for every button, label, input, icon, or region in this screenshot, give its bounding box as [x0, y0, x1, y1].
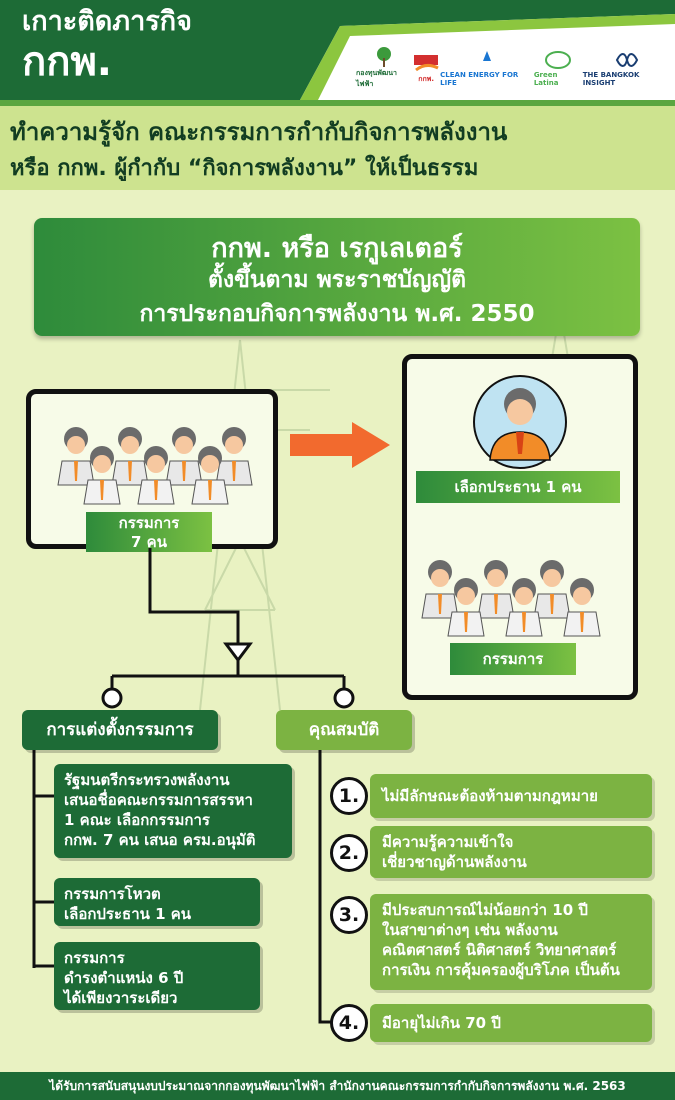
qualification-item-3-line1: มีประสบการณ์ไม่น้อยกว่า 10 ปี — [382, 901, 588, 919]
intro-band — [0, 100, 675, 190]
appointment-item-3: กรรมการ ดำรงตำแหน่ง 6 ปี ได้เพียงวาระเดี… — [54, 942, 260, 1010]
intro-line1: ทำความรู้จัก คณะกรรมการกำกับกิจการพลังงา… — [10, 118, 508, 146]
erc-logo: กกพ. — [412, 52, 440, 85]
committee-label-line2: 7 คน — [131, 533, 167, 551]
qualification-item-3-line4: การเงิน การคุ้มครองผู้บริโภค เป็นต้น — [382, 961, 620, 979]
regulator-box — [34, 218, 640, 336]
right-arrow-icon — [290, 422, 390, 468]
electricity-fund-logo: กองทุนพัฒนาไฟฟ้า — [356, 46, 412, 90]
appointment-item-1-line3: 1 คณะ เลือกกรรมการ — [64, 811, 210, 829]
header-title-line2: กกพ. — [22, 39, 112, 85]
appointment-item-3-line2: ดำรงตำแหน่ง 6 ปี — [64, 969, 184, 987]
qualification-number-1: 1. — [330, 777, 368, 815]
committee-count-label: กรรมการ 7 คน — [86, 512, 212, 552]
footer-credit: ได้รับการสนับสนุนงบประมาณจากกองทุนพัฒนาไ… — [0, 1072, 675, 1100]
partner-logos: กองทุนพัฒนาไฟฟ้า กกพ. CLEAN ENERGY FOR L… — [356, 40, 671, 96]
appointment-item-1-line4: กกพ. 7 คน เสนอ ครม.อนุมัติ — [64, 831, 256, 849]
appointment-item-1-line1: รัฐมนตรีกระทรวงพลังงาน — [64, 771, 230, 789]
qualification-item-4: มีอายุไม่เกิน 70 ปี — [370, 1004, 652, 1042]
appointment-item-2: กรรมการโหวต เลือกประธาน 1 คน — [54, 878, 260, 926]
qualification-item-2: มีความรู้ความเข้าใจ เชี่ยวชาญด้านพลังงาน — [370, 826, 652, 878]
members-people-icon — [421, 560, 601, 637]
chairman-icon — [473, 375, 567, 469]
appointment-heading: การแต่งตั้งกรรมการ — [22, 710, 218, 750]
qualification-number-4: 4. — [330, 1004, 368, 1042]
qualification-number-2: 2. — [330, 834, 368, 872]
qualification-item-4-line1: มีอายุไม่เกิน 70 ปี — [382, 1014, 501, 1032]
appointment-item-2-line2: เลือกประธาน 1 คน — [64, 905, 192, 923]
intro-line2: หรือ กกพ. ผู้กำกับ “กิจการพลังงาน” ให้เป… — [10, 156, 479, 181]
bangkok-insight-logo: THE BANGKOK INSIGHT — [583, 49, 671, 87]
clean-energy-logo: CLEAN ENERGY FOR LIFE — [440, 49, 534, 87]
appointment-item-3-line1: กรรมการ — [64, 949, 125, 967]
regulator-line3: การประกอบกิจการพลังงาน พ.ศ. 2550 — [139, 301, 535, 327]
appointment-item-3-line3: ได้เพียงวาระเดียว — [64, 989, 178, 1007]
members-label: กรรมการ — [450, 643, 576, 675]
green-latina-logo: Green Latina — [534, 49, 583, 87]
qualification-number-3: 3. — [330, 896, 368, 934]
appointment-item-1-line2: เสนอชื่อคณะกรรมการสรรหา — [64, 791, 253, 809]
qualification-item-3-line2: ในสาขาต่างๆ เช่น พลังงาน — [382, 921, 558, 939]
committee-label-line1: กรรมการ — [118, 514, 180, 532]
qualifications-heading: คุณสมบัติ — [276, 710, 412, 750]
chair-label: เลือกประธาน 1 คน — [416, 471, 620, 503]
committee-people-icon — [57, 427, 253, 505]
regulator-line2: ตั้งขึ้นตาม พระราชบัญญัติ — [207, 267, 467, 293]
header-title-line1: เกาะติดภารกิจ — [22, 6, 192, 37]
qualification-item-2-line1: มีความรู้ความเข้าใจ — [382, 833, 514, 851]
regulator-title: กกพ. หรือ เรกูเลเตอร์ — [211, 233, 463, 264]
qualification-item-1: ไม่มีลักษณะต้องห้ามตามกฎหมาย — [370, 774, 652, 818]
chair-panel — [402, 354, 638, 700]
appointment-item-1: รัฐมนตรีกระทรวงพลังงาน เสนอชื่อคณะกรรมกา… — [54, 764, 292, 858]
appointment-item-2-line1: กรรมการโหวต — [64, 885, 161, 903]
qualification-item-3-line3: คณิตศาสตร์ นิติศาสตร์ วิทยาศาสตร์ — [382, 941, 617, 959]
qualification-item-2-line2: เชี่ยวชาญด้านพลังงาน — [382, 853, 527, 871]
qualification-item-3: มีประสบการณ์ไม่น้อยกว่า 10 ปี ในสาขาต่าง… — [370, 894, 652, 990]
qualification-item-1-line1: ไม่มีลักษณะต้องห้ามตามกฎหมาย — [382, 787, 598, 805]
